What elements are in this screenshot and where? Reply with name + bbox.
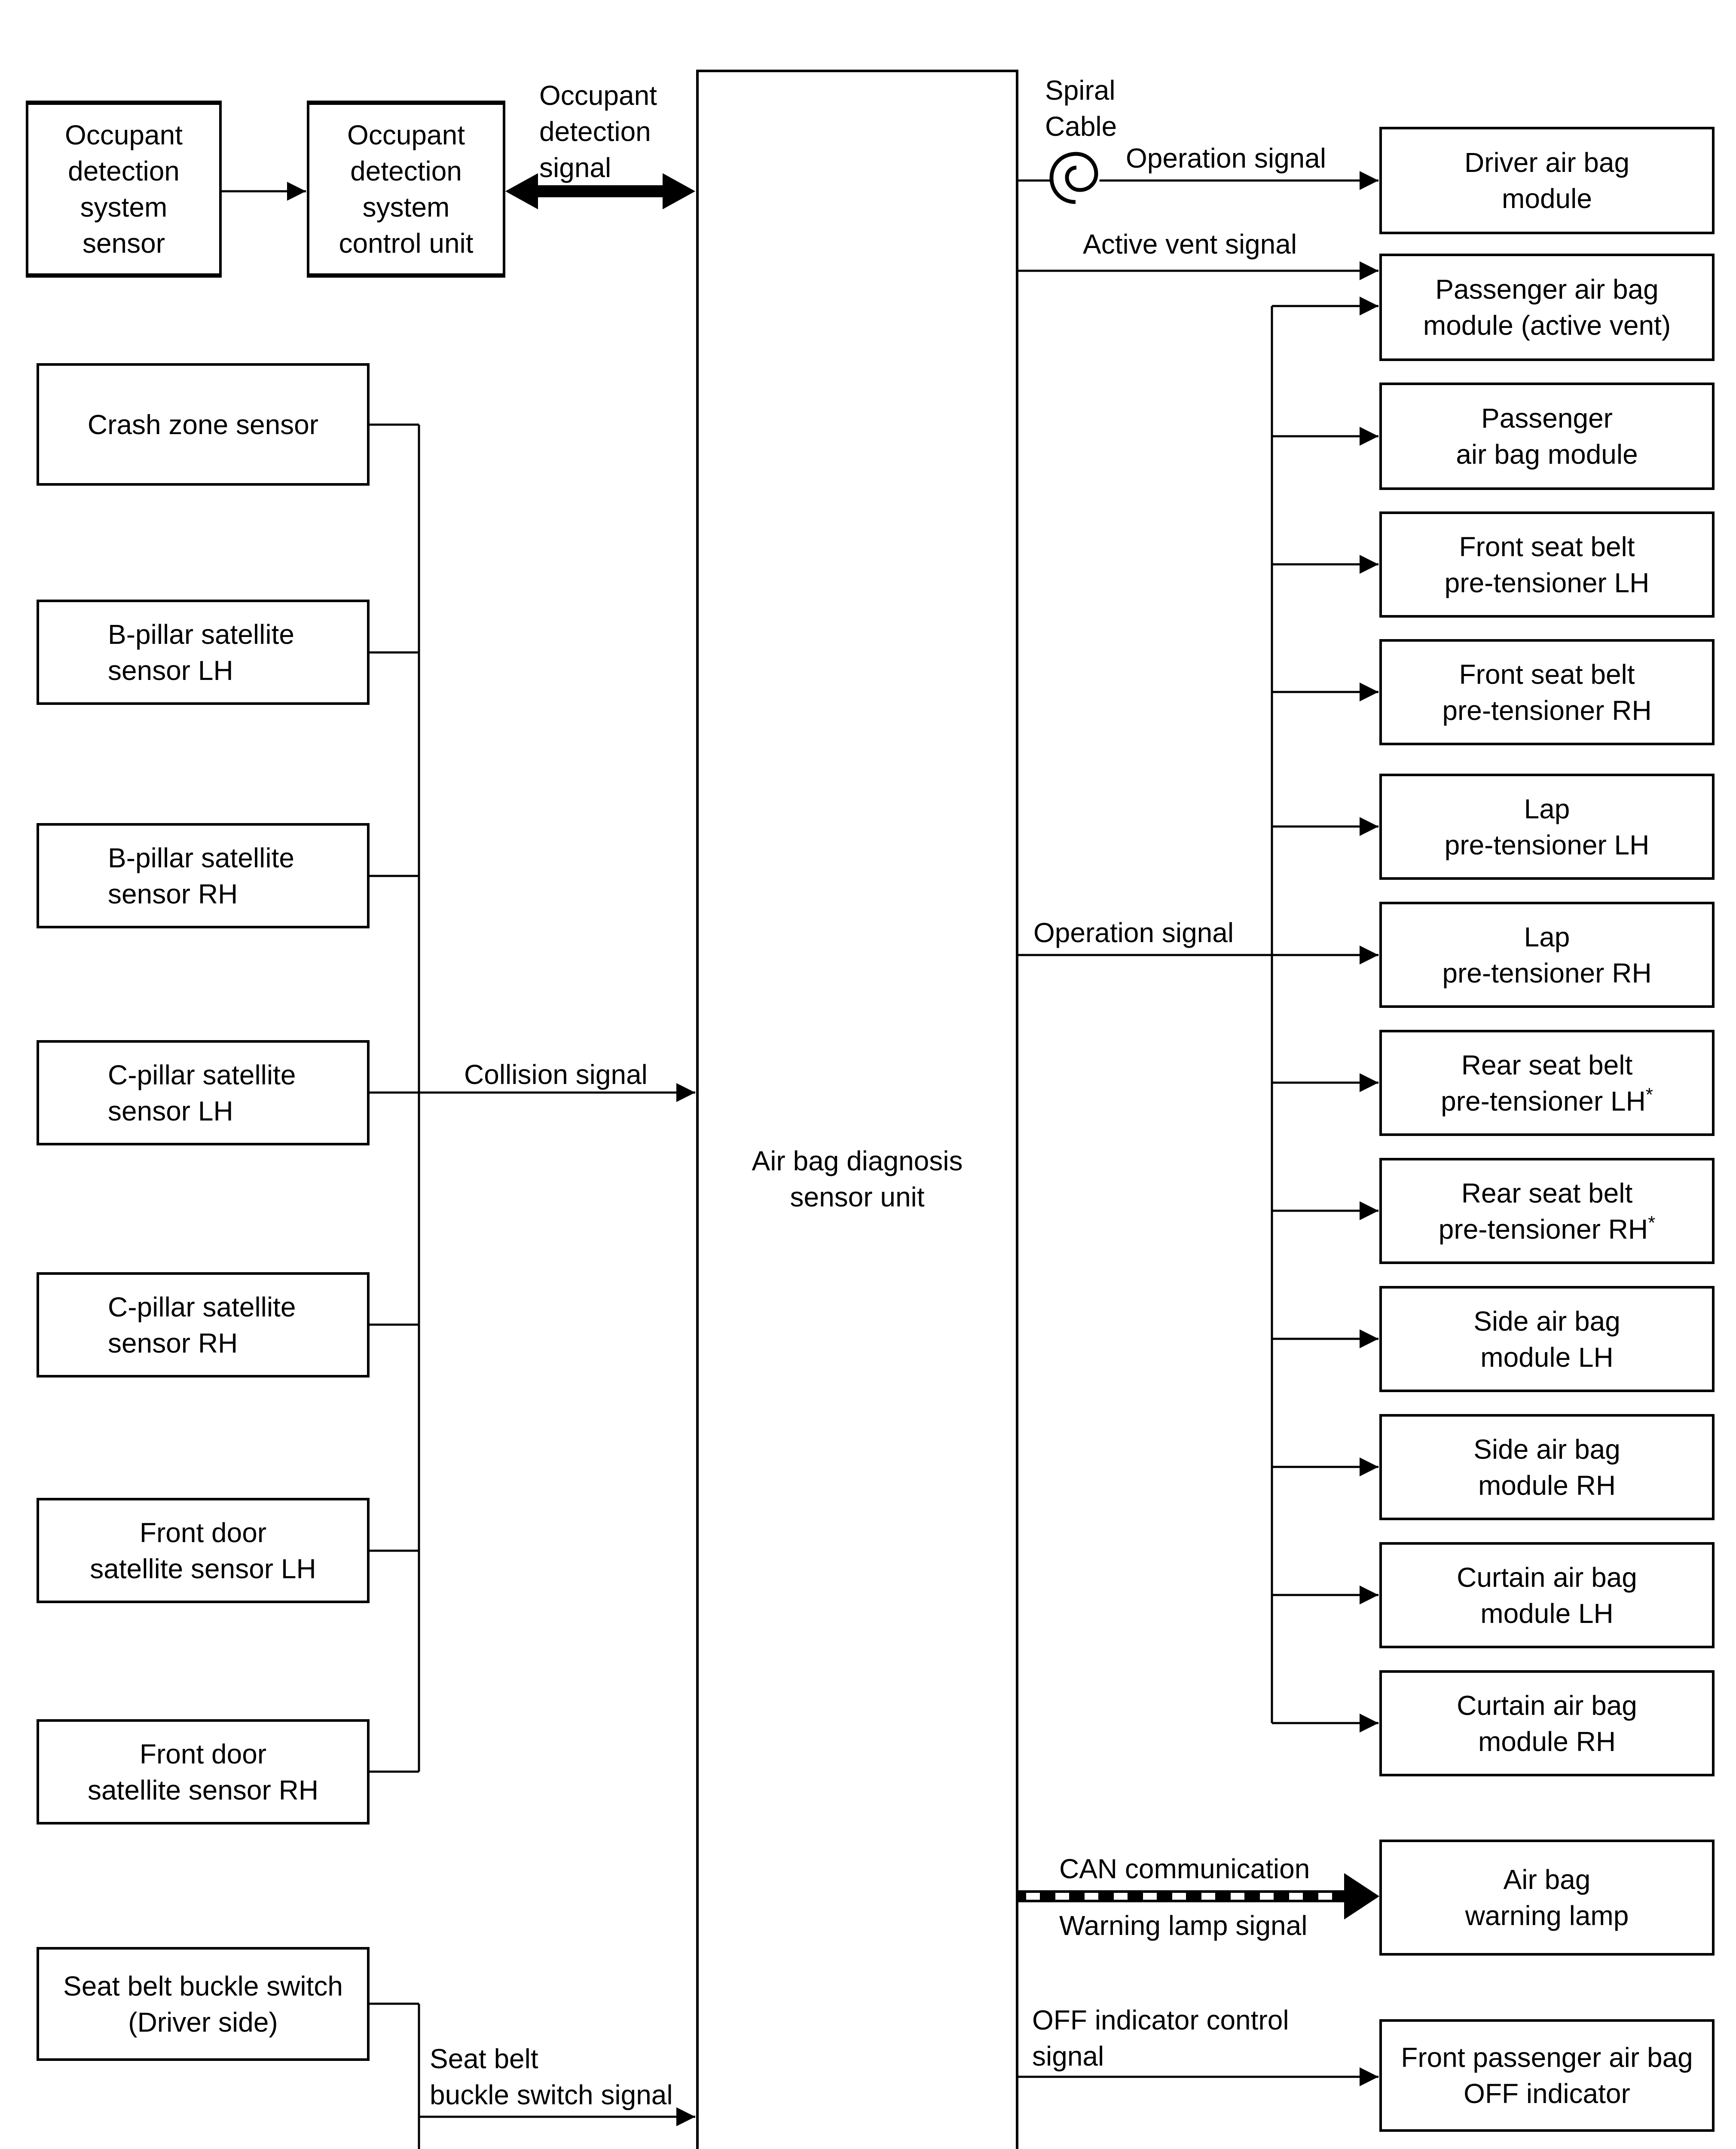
rear-seat-belt-pre-tensioner-rh-label: Rear seat belt pre-tensioner RH	[1438, 1177, 1648, 1245]
operation-signal-top-label: Operation signal	[1126, 143, 1326, 174]
lap-pre-tensioner-rh-label: Lap pre-tensioner RH	[1442, 921, 1652, 989]
passenger-air-bag-module-active-vent-box: Passenger air bag module (active vent)	[1379, 254, 1715, 361]
b-pillar-satellite-sensor-lh-box: B-pillar satellite sensor LH	[37, 600, 370, 705]
rear-seat-belt-pre-tensioner-lh-box: Rear seat belt pre-tensioner LH*	[1379, 1030, 1715, 1136]
occupant-detection-signal-label: Occupant detection signal	[539, 80, 657, 183]
air-bag-diagnosis-sensor-unit-box: Air bag diagnosis sensor unit	[696, 70, 1018, 2149]
rear-rh-asterisk: *	[1648, 1212, 1656, 1234]
side-air-bag-module-lh-label: Side air bag module LH	[1473, 1305, 1620, 1373]
occupant-detection-system-sensor-box: Occupant detection system sensor	[26, 101, 222, 278]
air-bag-warning-lamp-label: Air bag warning lamp	[1465, 1864, 1629, 1931]
crash-zone-sensor-box: Crash zone sensor	[37, 363, 370, 486]
side-air-bag-module-rh-box: Side air bag module RH	[1379, 1414, 1715, 1520]
side-air-bag-module-lh-box: Side air bag module LH	[1379, 1286, 1715, 1392]
occupant-detection-system-sensor-label: Occupant detection system sensor	[65, 119, 183, 259]
front-door-satellite-sensor-lh-label: Front door satellite sensor LH	[90, 1517, 316, 1584]
seat-belt-buckle-switch-signal-label: Seat belt buckle switch signal	[430, 2043, 673, 2110]
warning-lamp-signal-label: Warning lamp signal	[1059, 1910, 1308, 1941]
side-air-bag-module-rh-label: Side air bag module RH	[1473, 1433, 1620, 1501]
can-communication-label: CAN communication	[1059, 1853, 1310, 1884]
b-pillar-satellite-sensor-lh-label: B-pillar satellite sensor LH	[108, 618, 294, 686]
operation-signal-mid-label: Operation signal	[1033, 917, 1234, 948]
curtain-air-bag-module-rh-box: Curtain air bag module RH	[1379, 1670, 1715, 1776]
c-pillar-satellite-sensor-rh-label: C-pillar satellite sensor RH	[108, 1291, 296, 1359]
curtain-air-bag-module-lh-label: Curtain air bag module LH	[1457, 1561, 1637, 1629]
air-bag-warning-lamp-box: Air bag warning lamp	[1379, 1840, 1715, 1956]
curtain-air-bag-module-rh-label: Curtain air bag module RH	[1457, 1690, 1637, 1757]
driver-air-bag-module-box: Driver air bag module	[1379, 127, 1715, 234]
off-indicator-control-signal-label: OFF indicator control signal	[1032, 2005, 1289, 2072]
occupant-detection-system-control-unit-box: Occupant detection system control unit	[307, 101, 505, 278]
front-passenger-air-bag-off-indicator-box: Front passenger air bag OFF indicator	[1379, 2019, 1715, 2132]
occupant-detection-signal-arrow	[505, 173, 695, 209]
lap-pre-tensioner-rh-box: Lap pre-tensioner RH	[1379, 902, 1715, 1008]
b-pillar-satellite-sensor-rh-box: B-pillar satellite sensor RH	[37, 823, 370, 928]
lap-pre-tensioner-lh-box: Lap pre-tensioner LH	[1379, 774, 1715, 880]
rear-seat-belt-pre-tensioner-lh-label: Rear seat belt pre-tensioner LH	[1441, 1049, 1646, 1117]
front-seat-belt-pre-tensioner-rh-label: Front seat belt pre-tensioner RH	[1442, 658, 1652, 726]
crash-zone-sensor-label: Crash zone sensor	[87, 409, 319, 440]
front-door-satellite-sensor-rh-box: Front door satellite sensor RH	[37, 1719, 370, 1825]
b-pillar-satellite-sensor-rh-label: B-pillar satellite sensor RH	[108, 842, 294, 909]
front-passenger-air-bag-off-indicator-label: Front passenger air bag OFF indicator	[1401, 2042, 1693, 2109]
front-seat-belt-pre-tensioner-lh-box: Front seat belt pre-tensioner LH	[1379, 511, 1715, 618]
air-bag-diagnosis-sensor-unit-label: Air bag diagnosis sensor unit	[752, 1145, 963, 1212]
seat-belt-buckle-switch-driver-label: Seat belt buckle switch (Driver side)	[63, 1970, 343, 2038]
c-pillar-satellite-sensor-rh-box: C-pillar satellite sensor RH	[37, 1272, 370, 1378]
occupant-detection-system-control-unit-label: Occupant detection system control unit	[339, 119, 474, 259]
passenger-air-bag-module-box: Passenger air bag module	[1379, 383, 1715, 490]
active-vent-signal-label: Active vent signal	[1083, 229, 1297, 260]
seat-belt-buckle-switch-driver-box: Seat belt buckle switch (Driver side)	[37, 1947, 370, 2061]
c-pillar-satellite-sensor-lh-box: C-pillar satellite sensor LH	[37, 1040, 370, 1145]
driver-air-bag-module-label: Driver air bag module	[1464, 147, 1630, 214]
can-communication-arrow	[1018, 1873, 1379, 1919]
spiral-cable-label: Spiral Cable	[1045, 75, 1117, 142]
passenger-air-bag-module-label: Passenger air bag module	[1456, 403, 1638, 470]
front-seat-belt-pre-tensioner-lh-label: Front seat belt pre-tensioner LH	[1444, 531, 1650, 598]
collision-signal-left-label: Collision signal	[464, 1059, 648, 1090]
curtain-air-bag-module-lh-box: Curtain air bag module LH	[1379, 1542, 1715, 1648]
lap-pre-tensioner-lh-label: Lap pre-tensioner LH	[1444, 793, 1650, 860]
front-seat-belt-pre-tensioner-rh-box: Front seat belt pre-tensioner RH	[1379, 639, 1715, 745]
spiral-cable-icon	[1049, 152, 1100, 204]
c-pillar-satellite-sensor-lh-label: C-pillar satellite sensor LH	[108, 1059, 296, 1127]
front-door-satellite-sensor-lh-box: Front door satellite sensor LH	[37, 1498, 370, 1603]
rear-lh-asterisk: *	[1645, 1084, 1653, 1105]
front-door-satellite-sensor-rh-label: Front door satellite sensor RH	[87, 1738, 319, 1806]
passenger-air-bag-module-active-vent-label: Passenger air bag module (active vent)	[1423, 274, 1671, 341]
rear-seat-belt-pre-tensioner-rh-box: Rear seat belt pre-tensioner RH*	[1379, 1158, 1715, 1264]
